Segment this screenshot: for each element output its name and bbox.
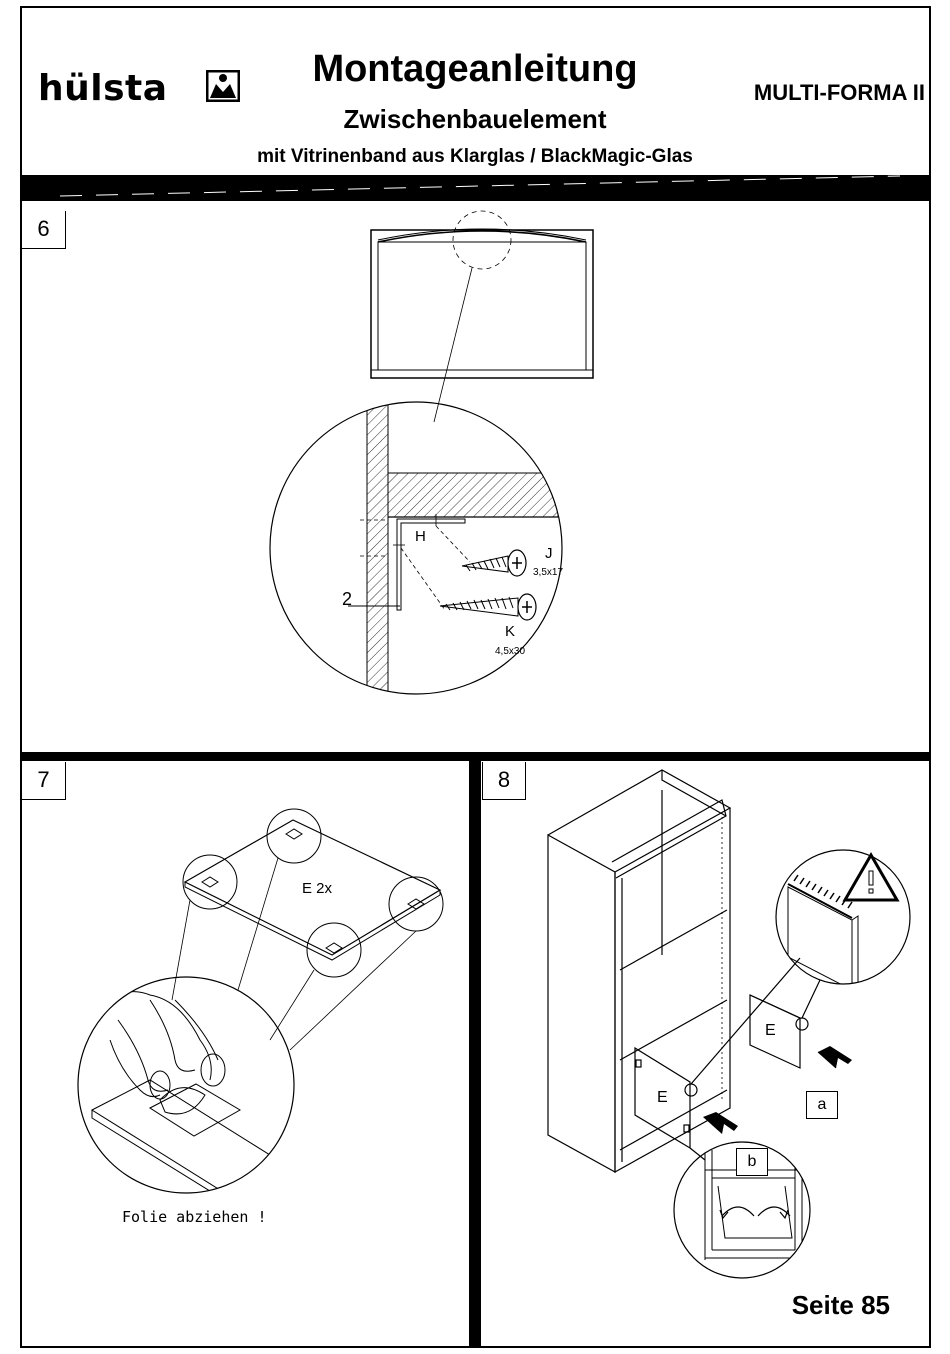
detail-label-a: a [806, 1091, 838, 1119]
warning-triangle-icon [845, 855, 897, 900]
part-e-lower: E [657, 1089, 668, 1107]
detail-label-b: b [736, 1148, 768, 1176]
arrow-icon [703, 1112, 738, 1134]
page-number: Seite 85 [760, 1290, 890, 1321]
arrow-icon [818, 1046, 852, 1068]
part-e-upper: E [765, 1022, 776, 1040]
